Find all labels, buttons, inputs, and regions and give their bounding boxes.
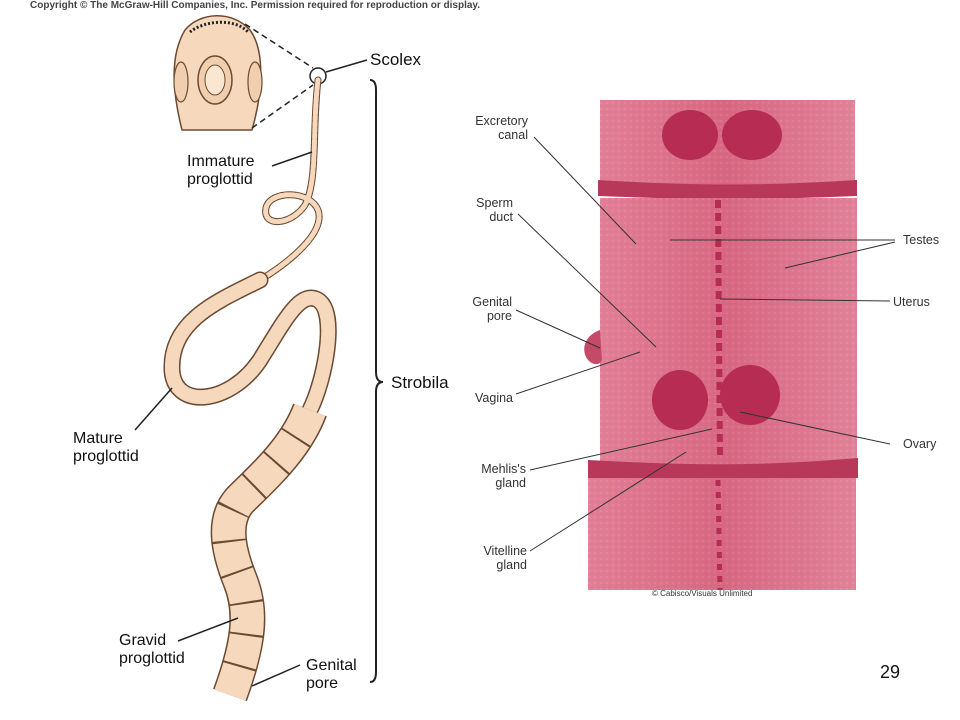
label-genital-pore-line1: Genital bbox=[306, 657, 357, 674]
label-vagina: Vagina bbox=[475, 391, 513, 405]
label-vitelline-gland: Vitelline gland bbox=[455, 544, 527, 572]
label-immature-line1: Immature bbox=[187, 153, 255, 170]
label-strobila: Strobila bbox=[391, 373, 449, 392]
label-mehlis-gland: Mehlis's gland bbox=[455, 462, 526, 490]
copyright-notice: Copyright © The McGraw-Hill Companies, I… bbox=[30, 0, 481, 11]
label-immature-proglottid: Immature proglottid bbox=[187, 153, 255, 189]
photo-leader-lines bbox=[515, 136, 896, 552]
label-mature-proglottid: Mature proglottid bbox=[73, 430, 139, 466]
label-excretory-line2: canal bbox=[498, 128, 528, 142]
label-genital-pore-photo: Genital pore bbox=[455, 295, 512, 323]
label-gravid-line1: Gravid bbox=[119, 632, 167, 649]
photo-credit: © Cabisco/Visuals Unlimited bbox=[652, 589, 753, 598]
label-sperm-line2: duct bbox=[489, 210, 513, 224]
label-genital-pore-drawing: Genital pore bbox=[306, 657, 357, 693]
label-excretory-canal: Excretory canal bbox=[455, 114, 528, 142]
label-sperm-duct: Sperm duct bbox=[455, 196, 513, 224]
scolex-enlargement bbox=[173, 15, 327, 131]
strobila-brace bbox=[369, 79, 384, 683]
label-sperm-line1: Sperm bbox=[476, 196, 513, 210]
label-mehlis-line1: Mehlis's bbox=[481, 462, 526, 476]
proglottid-micrograph bbox=[584, 100, 858, 591]
label-gravid-proglottid: Gravid proglottid bbox=[119, 632, 185, 668]
label-testes: Testes bbox=[903, 233, 940, 247]
label-gravid-line2: proglottid bbox=[119, 650, 185, 667]
label-genital-line1: Genital bbox=[472, 295, 512, 309]
label-immature-line2: proglottid bbox=[187, 171, 253, 188]
label-ovary: Ovary bbox=[903, 437, 937, 451]
worm-body bbox=[163, 76, 337, 702]
label-mature-line2: proglottid bbox=[73, 448, 139, 465]
drawing-leader-lines bbox=[134, 59, 368, 687]
label-mature-line1: Mature bbox=[73, 430, 123, 447]
label-excretory-line1: Excretory bbox=[475, 114, 528, 128]
page-number: 29 bbox=[880, 662, 901, 682]
label-scolex: Scolex bbox=[370, 50, 422, 69]
label-vitelline-line1: Vitelline bbox=[483, 544, 527, 558]
label-vitelline-line2: gland bbox=[496, 558, 527, 572]
label-genital-pore-line2: pore bbox=[306, 675, 339, 692]
label-mehlis-line2: gland bbox=[495, 476, 526, 490]
label-genital-line2: pore bbox=[486, 309, 512, 323]
label-uterus: Uterus bbox=[893, 295, 930, 309]
